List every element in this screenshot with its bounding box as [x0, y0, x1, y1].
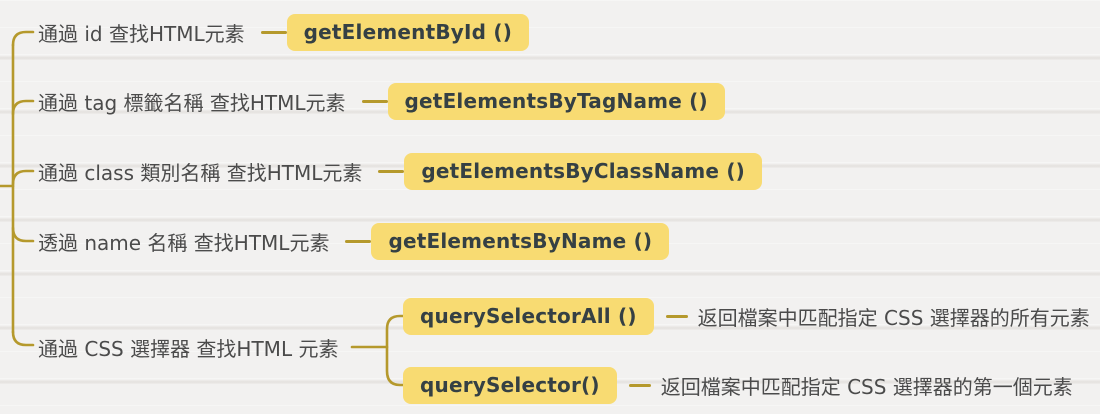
- method-box-getelementsbytagname[interactable]: getElementsByTagName (): [387, 82, 725, 120]
- connector-dash: [665, 314, 688, 318]
- branch-label-tag[interactable]: 通過 tag 標籤名稱 查找HTML元素: [38, 90, 346, 115]
- branch-row-class: 通過 class 類別名稱 查找HTML元素 getElementsByClas…: [38, 151, 763, 191]
- branch-curve-css: [11, 330, 35, 347]
- method-box-getelementsbyname[interactable]: getElementsByName (): [371, 222, 670, 260]
- connector-dash: [628, 383, 651, 387]
- branch-curve-tag: [11, 99, 35, 116]
- branch-row-tag: 通過 tag 標籤名稱 查找HTML元素 getElementsByTagNam…: [38, 81, 725, 121]
- branch-label-class[interactable]: 通過 class 類別名稱 查找HTML元素: [38, 160, 363, 185]
- method-box-queryselectorall[interactable]: querySelectorAll (): [403, 297, 654, 335]
- branch-label-name[interactable]: 透過 name 名稱 查找HTML元素: [38, 230, 330, 255]
- branch-curve-class: [11, 169, 35, 186]
- connector-dash: [260, 30, 287, 34]
- branch-label-id[interactable]: 通過 id 查找HTML元素: [38, 21, 245, 46]
- branch-row-id: 通過 id 查找HTML元素 getElementById (): [38, 12, 530, 52]
- leaf-description-queryselector[interactable]: 返回檔案中匹配指定 CSS 選擇器的第一個元素: [660, 374, 1073, 399]
- connector-dash: [345, 239, 372, 243]
- branch-row-css: 通過 CSS 選擇器 查找HTML 元素: [38, 327, 338, 367]
- branch-curve-id: [11, 30, 35, 47]
- leaf-row-queryselector: querySelector() 返回檔案中匹配指定 CSS 選擇器的第一個元素: [403, 365, 1073, 405]
- connector-dash: [378, 169, 405, 173]
- branch-row-name: 透過 name 名稱 查找HTML元素 getElementsByName (): [38, 221, 670, 261]
- method-box-queryselector[interactable]: querySelector(): [403, 366, 617, 404]
- connector-dash: [361, 99, 388, 103]
- leaf-row-queryselectorall: querySelectorAll () 返回檔案中匹配指定 CSS 選擇器的所有…: [403, 296, 1090, 336]
- method-box-getelementbyid[interactable]: getElementById (): [286, 13, 530, 51]
- css-subtree-brace: [385, 314, 405, 387]
- leaf-description-queryselectorall[interactable]: 返回檔案中匹配指定 CSS 選擇器的所有元素: [697, 305, 1090, 330]
- branch-label-css[interactable]: 通過 CSS 選擇器 查找HTML 元素: [38, 336, 339, 361]
- branch-curve-name: [11, 226, 35, 243]
- method-box-getelementsbyclassname[interactable]: getElementsByClassName (): [404, 152, 763, 190]
